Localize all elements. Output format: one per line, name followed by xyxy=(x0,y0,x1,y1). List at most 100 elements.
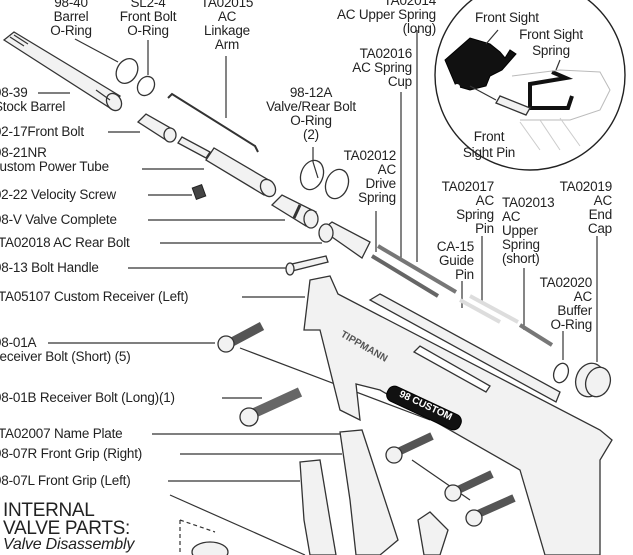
part-name: 98-01B Receiver Bolt (Long)(1) xyxy=(0,390,175,405)
rear-bolt-part xyxy=(318,221,371,259)
heading-line-2: VALVE PARTS: xyxy=(3,518,130,539)
buffer-oring-part xyxy=(552,362,570,384)
part-name: O-Ring xyxy=(550,317,592,332)
part-name: Spring xyxy=(502,237,540,252)
part-name: AC xyxy=(573,289,593,304)
velocity-screw-part xyxy=(191,184,207,200)
part-name: Pin xyxy=(455,267,474,282)
label-rear-bolt-oring: 98-12A Valve/Rear Bolt O-Ring (2) xyxy=(256,86,366,142)
label-front-sight-spring-1: Front Sight xyxy=(519,27,583,42)
receiver-bolt-short-part xyxy=(217,322,265,353)
receiver-bolt-2 xyxy=(385,432,434,464)
label-velocity-screw: TA02-22 Velocity Screw xyxy=(0,188,116,202)
upper-spring-long-part xyxy=(376,244,458,294)
part-number: TA02020 xyxy=(539,275,593,290)
label-receiver-bolt-short: 98-01A Receiver Bolt (Short) (5) xyxy=(0,336,131,364)
label-bolt-handle: 98-13 Bolt Handle xyxy=(0,261,99,275)
part-name: O-Ring xyxy=(127,23,169,38)
part-name: O-Ring xyxy=(50,23,92,38)
front-sight-pin-part xyxy=(495,95,531,116)
part-number: TA02013 xyxy=(502,195,555,210)
part-name: AC xyxy=(502,209,521,224)
part-name: Upper xyxy=(502,223,538,238)
part-name: (long) xyxy=(402,21,437,36)
label-front-sight-spring-2: Spring xyxy=(532,43,570,58)
label-rear-bolt: TA02018 AC Rear Bolt xyxy=(0,236,130,250)
part-name: Custom Power Tube xyxy=(0,159,109,174)
section-heading-internal-valve: INTERNAL VALVE PARTS: Valve Disassembly xyxy=(3,501,135,553)
part-number: SL2-4 xyxy=(130,0,166,10)
part-number: 98-40 xyxy=(54,0,88,10)
label-guide-pin: CA-15 Guide Pin xyxy=(420,240,474,282)
part-name: 98-V Valve Complete xyxy=(0,212,117,227)
label-front-grip-left: 98-07L Front Grip (Left) xyxy=(0,474,131,488)
subheading: Valve Disassembly xyxy=(3,536,135,553)
guide-pin-part xyxy=(459,298,501,324)
front-bolt-oring-part xyxy=(136,75,156,97)
part-name: AC xyxy=(593,193,613,208)
part-name: TA02-17Front Bolt xyxy=(0,124,84,139)
part-name: 98-13 Bolt Handle xyxy=(0,260,99,275)
part-number: TA02016 xyxy=(359,46,413,61)
part-name: Receiver Bolt (Short) (5) xyxy=(0,349,131,364)
part-name: End xyxy=(588,207,613,222)
receiver-bolt-4 xyxy=(465,494,516,527)
part-number: 98-01A xyxy=(0,335,37,350)
label-power-tube: 98-21NR Custom Power Tube xyxy=(0,146,109,174)
part-name: AC Upper Spring xyxy=(336,7,436,22)
part-name: TA02007 Name Plate xyxy=(0,426,123,441)
label-front-sight: Front Sight xyxy=(475,10,539,25)
stock-barrel-part xyxy=(2,31,123,112)
power-tube-part xyxy=(177,136,277,198)
label-front-bolt-oring: SL2-4 Front Bolt O-Ring xyxy=(110,0,186,38)
part-number: CA-15 xyxy=(436,239,474,254)
front-grip-left-part xyxy=(299,459,337,555)
part-name: Valve/Rear Bolt xyxy=(266,99,356,114)
label-buffer-oring: TA02020 AC Buffer O-Ring xyxy=(520,275,593,332)
part-name: Arm xyxy=(214,37,240,52)
part-quantity: (2) xyxy=(303,127,319,142)
part-name: TA02-22 Velocity Screw xyxy=(0,187,116,202)
label-receiver-bolt-long: 98-01B Receiver Bolt (Long)(1) xyxy=(0,391,175,405)
part-name: Spring xyxy=(358,190,396,205)
label-drive-spring: TA02012 AC Drive Spring xyxy=(324,148,397,205)
label-front-grip-right: 98-07R Front Grip (Right) xyxy=(0,447,142,461)
valve-part xyxy=(270,194,319,229)
front-sight-part xyxy=(444,37,517,91)
label-stock-barrel: 98-39 Stock Barrel xyxy=(0,86,65,114)
part-number: TA02015 xyxy=(200,0,254,10)
part-name: Guide xyxy=(438,253,474,268)
part-number: TA02012 xyxy=(343,148,397,163)
part-number: TA02017 xyxy=(441,179,495,194)
spring-pin-part xyxy=(469,294,519,324)
end-cap-part xyxy=(574,362,612,398)
part-name: Spring xyxy=(456,207,494,222)
part-name: AC xyxy=(217,9,237,24)
part-name: Barrel xyxy=(53,9,89,24)
valve-internal-part xyxy=(191,541,229,555)
part-name: O-Ring xyxy=(290,113,332,128)
part-name: AC Spring xyxy=(352,60,412,75)
receiver-bolt-3 xyxy=(444,470,494,502)
front-bolt-part xyxy=(136,113,177,143)
grip-panel-part xyxy=(417,511,449,555)
part-name: Cup xyxy=(387,74,412,89)
part-name: Pin xyxy=(475,221,494,236)
part-name: Linkage xyxy=(204,23,250,38)
part-name: Stock Barrel xyxy=(0,99,66,114)
label-linkage-arm: TA02015 AC Linkage Arm xyxy=(192,0,262,52)
part-number: 98-12A xyxy=(289,85,333,100)
label-name-plate: TA02007 Name Plate xyxy=(0,426,123,441)
part-name: TA02018 AC Rear Bolt xyxy=(0,235,130,250)
part-number: TA02014 xyxy=(383,0,437,8)
label-front-sight-pin-1: Front xyxy=(473,129,505,144)
label-upper-spring-long: TA02014 AC Upper Spring (long) xyxy=(306,0,436,36)
label-barrel-oring: 98-40 Barrel O-Ring xyxy=(40,0,102,38)
part-name: 98-07L Front Grip (Left) xyxy=(0,473,131,488)
label-spring-pin: TA02017 AC Spring Pin xyxy=(424,179,495,236)
upper-spring-short-part xyxy=(518,323,554,347)
front-sight-spring-part xyxy=(528,70,574,110)
label-front-sight-pin-2: Sight Pin xyxy=(462,145,516,160)
part-name: Front Bolt xyxy=(119,9,177,24)
